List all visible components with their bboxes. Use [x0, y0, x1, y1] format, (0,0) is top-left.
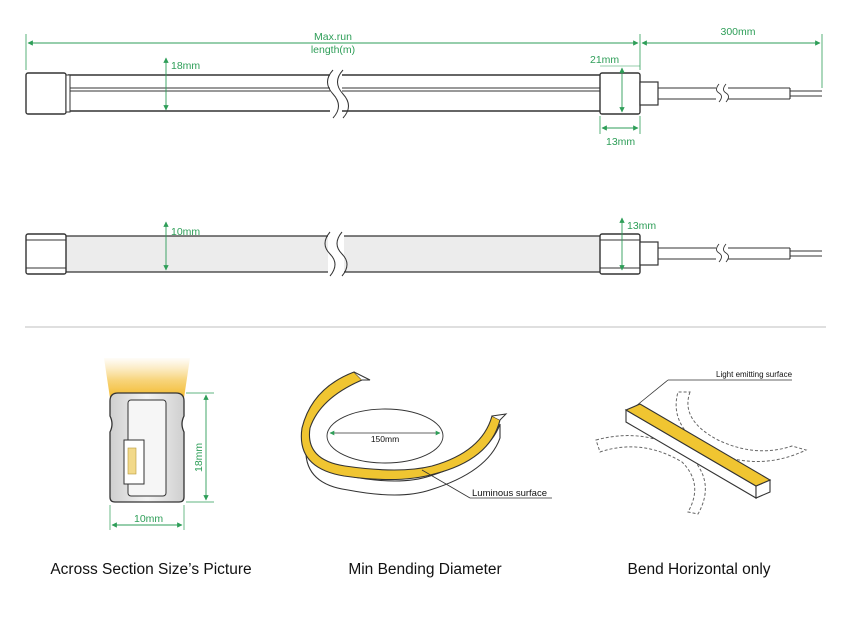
bend-diameter-ellipse — [326, 408, 444, 464]
bending-caption: Min Bending Diameter — [348, 561, 501, 578]
end-cap-left-top — [25, 72, 71, 115]
strip-width-label: 10mm — [171, 226, 200, 238]
end-cap-right-side — [599, 233, 822, 275]
section-width-label: 10mm — [134, 513, 163, 525]
light-glow — [104, 358, 190, 398]
max-run-label-line2: length(m) — [311, 44, 355, 56]
dimension-end-cap-height: 21mm — [590, 54, 640, 113]
max-run-label-line1: Max.run — [314, 31, 352, 43]
dimension-end-cap-width: 13mm — [599, 116, 641, 148]
bend-direction-caption: Bend Horizontal only — [627, 561, 770, 578]
dimension-strip-width-side: 10mm — [163, 221, 200, 271]
bent-strip-top — [300, 371, 501, 481]
led-chip — [127, 447, 137, 475]
bend-direction-drawing: Light emitting surface Bend Horizontal o… — [595, 370, 808, 578]
dimension-section-width: 10mm — [109, 505, 185, 530]
section-height-label: 18mm — [193, 443, 205, 472]
strip-height-label: 18mm — [171, 60, 200, 72]
end-cap-height-label: 21mm — [590, 54, 619, 66]
side-end-cap-height-label: 13mm — [627, 220, 656, 232]
end-cap-width-label: 13mm — [606, 136, 635, 148]
luminous-surface-label: Luminous surface — [472, 488, 547, 499]
dimension-section-height: 18mm — [186, 392, 214, 503]
end-cap-left-side — [25, 233, 67, 275]
end-cap-right-top — [599, 72, 822, 115]
cross-section-drawing: 18mm 10mm Across Section Size’s Picture — [50, 358, 252, 578]
dimension-end-cap-height-side: 13mm — [619, 217, 656, 271]
light-emitting-surface-label: Light emitting surface — [716, 370, 793, 379]
strip-body-side — [66, 230, 600, 278]
dimension-strip-height-top: 18mm — [163, 57, 200, 111]
cable-length-label: 300mm — [720, 26, 755, 38]
bend-diameter-label: 150mm — [371, 434, 399, 444]
straight-strip-side — [625, 409, 757, 499]
bending-drawing: 150mm Luminous surface Min Bending Diame… — [300, 371, 552, 578]
dimension-max-run: Max.run length(m) — [25, 31, 641, 70]
straight-strip-top — [624, 403, 772, 487]
side-view-drawing: 10mm 13mm — [25, 217, 822, 278]
cross-section-caption: Across Section Size’s Picture — [50, 561, 251, 578]
strip-body-top — [68, 69, 600, 119]
top-view-drawing: Max.run length(m) 300mm 18mm 21mm 13mm — [25, 26, 823, 148]
dimension-cable-length: 300mm — [641, 26, 823, 88]
